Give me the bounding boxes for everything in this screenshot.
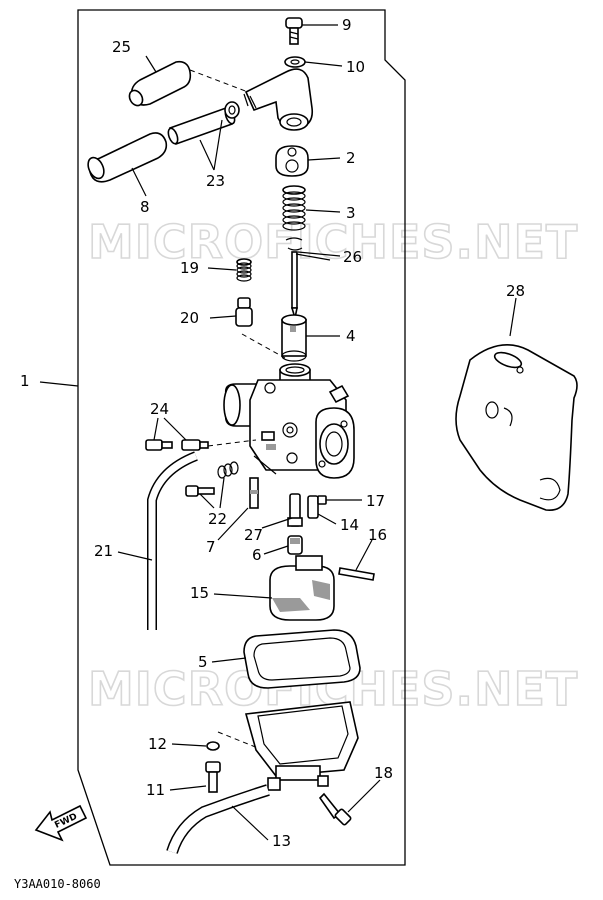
watermark-top: MICROFICHES.NET [88, 215, 578, 269]
callout-16: 16 [368, 526, 387, 544]
part-17-screw [317, 495, 327, 505]
leader-dash-12 [217, 731, 259, 749]
part-20-screw [235, 297, 253, 327]
callout-6: 6 [252, 546, 262, 564]
callout-11: 11 [146, 781, 165, 799]
callout-1: 1 [20, 372, 30, 390]
part-9-screw [285, 17, 303, 45]
part-23-pipe [167, 106, 236, 146]
part-27-needle-jet [249, 477, 259, 509]
callout-5: 5 [198, 653, 208, 671]
leader-dash-20 [241, 333, 286, 359]
part-18-drain-screw [318, 792, 352, 826]
callout-27: 27 [244, 526, 263, 544]
callout-13: 13 [272, 832, 291, 850]
part-8-cover [87, 132, 168, 183]
callout-10: 10 [346, 58, 365, 76]
callout-15: 15 [190, 584, 209, 602]
leader-lines [39, 24, 517, 841]
leader-dash-25 [189, 69, 249, 93]
callout-3: 3 [346, 204, 356, 222]
callout-14: 14 [340, 516, 359, 534]
part-11-screw [205, 761, 221, 793]
callout-28: 28 [506, 282, 525, 300]
callout-9: 9 [342, 16, 352, 34]
part-13-drain-hose [166, 784, 270, 854]
part-14-pilot-jet [307, 495, 319, 519]
part-10-washer [284, 56, 306, 68]
callout-7: 7 [206, 538, 216, 556]
callout-8: 8 [140, 198, 150, 216]
callout-18: 18 [374, 764, 393, 782]
part-2-plate [275, 145, 309, 177]
part-25-cap [128, 60, 192, 107]
callout-23: 23 [206, 172, 225, 190]
part-28-boot [455, 344, 578, 511]
callout-24: 24 [150, 400, 169, 418]
forward-direction-arrow: FWD [34, 804, 88, 842]
callout-19: 19 [180, 259, 199, 277]
callout-17: 17 [366, 492, 385, 510]
part-23-nut [224, 101, 240, 119]
assembly-frame [77, 9, 406, 866]
part-4-throttle-valve [281, 314, 307, 362]
float-bowl [244, 701, 359, 791]
callout-4: 4 [346, 327, 356, 345]
callout-22: 22 [208, 510, 227, 528]
leader-dash-24 [207, 439, 257, 447]
callout-2: 2 [346, 149, 356, 167]
part-5-gasket [243, 629, 361, 689]
part-3-spring [282, 185, 306, 231]
part-7-main-jet [287, 493, 303, 527]
part-22-screw-spring [185, 461, 239, 497]
callout-26: 26 [343, 248, 362, 266]
callout-20: 20 [180, 309, 199, 327]
part-24-screws [145, 439, 209, 451]
part-16-float-pin [338, 567, 375, 581]
part-19-spring [236, 258, 252, 282]
callout-12: 12 [148, 735, 167, 753]
throttle-cable-elbow [243, 68, 314, 131]
reference-code: Y3AA010-8060 [14, 877, 101, 891]
carburetor-body [223, 363, 355, 479]
callout-25: 25 [112, 38, 131, 56]
part-15-float [269, 555, 335, 621]
part-6-jet-holder [287, 535, 303, 555]
part-26-clip-needle [285, 237, 303, 319]
callout-21: 21 [94, 542, 113, 560]
part-21-hose [147, 451, 198, 630]
part-12-clip [206, 741, 220, 751]
